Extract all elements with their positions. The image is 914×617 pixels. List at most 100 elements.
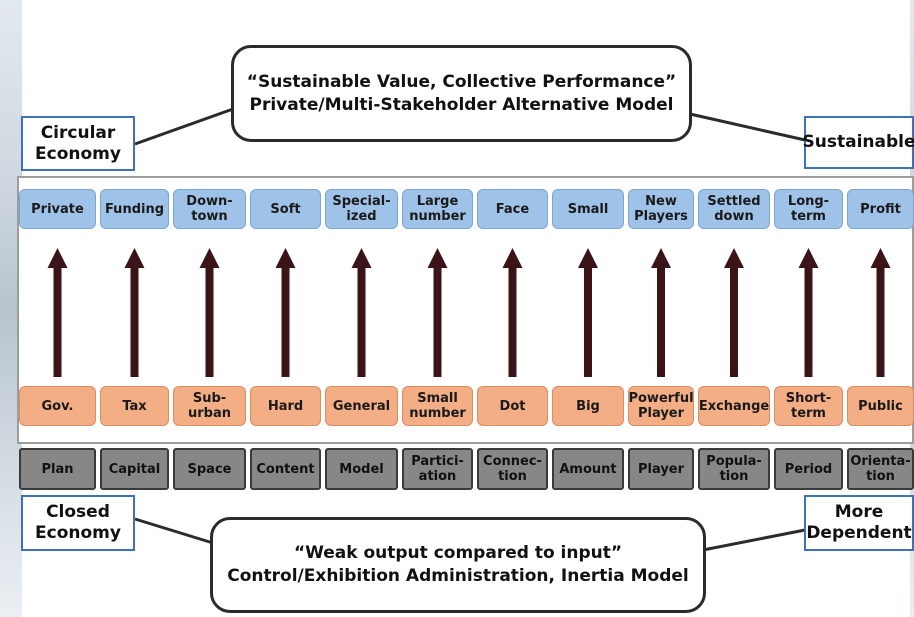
corner-label-line: Economy bbox=[35, 143, 121, 164]
connector-top-left bbox=[134, 107, 234, 146]
bottom-row-cell-label: Exchange bbox=[698, 398, 770, 414]
top-row-cell-label: Funding bbox=[104, 201, 165, 217]
category-cell: Orienta-tion bbox=[847, 448, 914, 490]
bottom-row-cell: Exchange bbox=[698, 386, 770, 426]
category-cell: Amount bbox=[552, 448, 624, 490]
bottom-row-cell-label: urban bbox=[188, 406, 231, 421]
bottom-row-cell-label: Hard bbox=[267, 398, 304, 414]
bottom-row-cell-label: Sub- bbox=[192, 391, 227, 406]
category-cell-label: tion bbox=[866, 469, 895, 484]
bottom-row-cell-label: General bbox=[332, 398, 391, 414]
bottom-row-cell: Sub-urban bbox=[173, 386, 246, 426]
category-cell-label: Connec- bbox=[483, 454, 542, 469]
corner-label-closed-economy: Closed Economy bbox=[21, 495, 135, 551]
bottom-row-cell: Gov. bbox=[19, 386, 96, 426]
top-row-cell: Private bbox=[19, 189, 96, 229]
bottom-row-cell-label: Small bbox=[417, 391, 458, 406]
bottom-callout-line2: Control/Exhibition Administration, Inert… bbox=[227, 566, 689, 586]
corner-label-line: Circular bbox=[40, 122, 116, 143]
background-decoration-left bbox=[0, 0, 22, 617]
category-cell-label: Space bbox=[187, 461, 232, 477]
bottom-row-cell: Tax bbox=[100, 386, 169, 426]
top-row-cell: Face bbox=[477, 189, 548, 229]
top-row-cell-label: Profit bbox=[860, 201, 901, 217]
bottom-row-cell: Big bbox=[552, 386, 624, 426]
top-row-cell-label: down bbox=[714, 209, 754, 224]
category-cell: Partici-ation bbox=[402, 448, 473, 490]
bottom-row-cell-label: number bbox=[409, 406, 466, 421]
top-row-cell: Small bbox=[552, 189, 624, 229]
category-cell-label: tion bbox=[719, 469, 749, 484]
top-row-cell-label: Soft bbox=[270, 201, 301, 217]
top-row-cell-label: term bbox=[790, 209, 826, 224]
top-row-cell-label: Special- bbox=[332, 194, 391, 209]
bottom-row-cell-label: Tax bbox=[122, 398, 147, 414]
bottom-row-cell-label: Player bbox=[637, 406, 685, 421]
top-row-cell: Soft bbox=[250, 189, 321, 229]
bottom-row-cell: Dot bbox=[477, 386, 548, 426]
category-cell-label: Content bbox=[256, 461, 315, 477]
connector-bottom-right bbox=[702, 528, 806, 552]
category-cell: Connec-tion bbox=[477, 448, 548, 490]
category-cell: Space bbox=[173, 448, 246, 490]
category-cell-label: Popula- bbox=[706, 454, 762, 469]
connector-bottom-left bbox=[134, 517, 214, 545]
top-row-cell-label: Small bbox=[567, 201, 609, 217]
corner-label-line: Dependent bbox=[806, 523, 912, 543]
top-row-cell-label: Large bbox=[416, 194, 459, 209]
category-cell-label: ation bbox=[418, 469, 457, 484]
category-cell: Capital bbox=[100, 448, 169, 490]
category-cell-label: Orienta- bbox=[850, 454, 911, 469]
corner-label-line: Closed bbox=[46, 502, 110, 522]
corner-label-line: More bbox=[834, 502, 884, 522]
top-callout-line1: “Sustainable Value, Collective Performan… bbox=[246, 71, 677, 92]
top-row-cell-label: New bbox=[645, 194, 677, 209]
category-cell-label: Player bbox=[637, 461, 685, 477]
category-row: Plan Capital Space Content Model Partici-atio… bbox=[19, 448, 914, 490]
bottom-row-cell-label: Short- bbox=[785, 391, 832, 406]
corner-label-line: Economy bbox=[35, 523, 121, 543]
category-cell-label: Period bbox=[784, 461, 833, 477]
bottom-row-cell-label: Gov. bbox=[41, 398, 74, 414]
top-row-cell-label: number bbox=[409, 209, 466, 224]
category-cell-label: tion bbox=[498, 469, 527, 484]
top-row-cell-label: town bbox=[191, 209, 228, 224]
corner-label-circular-economy: Circular Economy bbox=[21, 116, 135, 171]
category-cell: Plan bbox=[19, 448, 96, 490]
category-cell-label: Model bbox=[339, 461, 384, 477]
bottom-row-cell-label: Dot bbox=[499, 398, 526, 414]
top-row-cell-label: Face bbox=[495, 201, 530, 217]
corner-label-more-dependent: More Dependent bbox=[804, 495, 914, 551]
category-cell: Period bbox=[774, 448, 843, 490]
bottom-row-cell-label: Public bbox=[858, 398, 903, 414]
top-row-cell-label: Players bbox=[634, 209, 688, 224]
category-cell: Player bbox=[628, 448, 694, 490]
top-row-cell: Long-term bbox=[774, 189, 843, 229]
top-row-cell-label: Private bbox=[31, 201, 84, 217]
category-cell-label: Plan bbox=[41, 461, 74, 477]
bottom-callout-line1: “Weak output compared to input” bbox=[293, 543, 623, 563]
bottom-row-cell: Public bbox=[847, 386, 914, 426]
bottom-row-cell: Short-term bbox=[774, 386, 843, 426]
bottom-row-cell-label: Big bbox=[576, 398, 600, 414]
category-cell-label: Partici- bbox=[411, 454, 464, 469]
category-cell: Popula-tion bbox=[698, 448, 770, 490]
connector-top-right bbox=[689, 112, 806, 142]
corner-label-line: Sustainable bbox=[802, 132, 914, 152]
top-row-cell-label: Long- bbox=[787, 194, 830, 209]
top-callout: “Sustainable Value, Collective Performan… bbox=[231, 45, 692, 142]
top-row-cell-label: Settled bbox=[707, 194, 761, 209]
bottom-row-cell-label: Powerful bbox=[628, 391, 694, 406]
bottom-row-cell: Hard bbox=[250, 386, 321, 426]
category-cell: Model bbox=[325, 448, 398, 490]
category-cell-label: Amount bbox=[559, 461, 617, 477]
top-row-cell-label: ized bbox=[346, 209, 377, 224]
bottom-row-cell-label: term bbox=[790, 406, 826, 421]
top-callout-line2: Private/Multi-Stakeholder Alternative Mo… bbox=[249, 94, 674, 115]
